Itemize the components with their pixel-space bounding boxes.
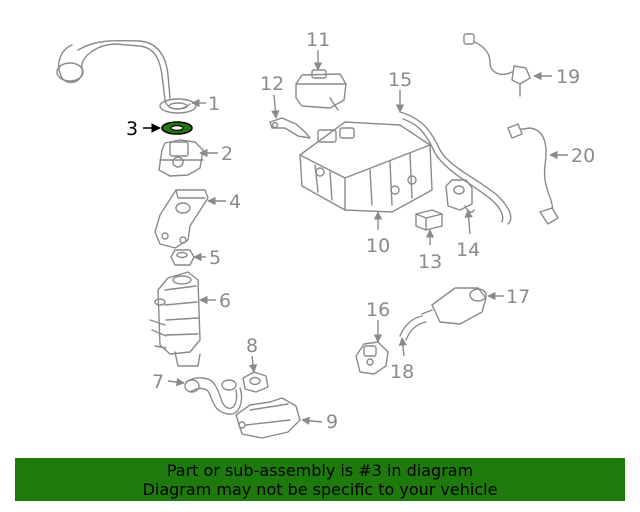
callout-8[interactable]: 8 <box>246 335 258 357</box>
part-11-cover[interactable] <box>295 69 347 111</box>
part-3-gasket[interactable] <box>161 121 193 135</box>
part-2-egr-valve[interactable] <box>158 139 204 177</box>
part-1-egr-pipe[interactable] <box>56 39 197 114</box>
callout-14[interactable]: 14 <box>456 239 480 261</box>
callout-18[interactable]: 18 <box>390 361 414 383</box>
callout-13[interactable]: 13 <box>418 251 442 273</box>
callout-3[interactable]: 3 <box>126 118 138 140</box>
callout-10[interactable]: 10 <box>366 235 390 257</box>
callout-9[interactable]: 9 <box>326 411 338 433</box>
info-banner: Part or sub-assembly is #3 in diagram Di… <box>15 458 625 501</box>
part-7-egr-tube[interactable] <box>184 377 243 415</box>
part-8-gasket[interactable] <box>242 371 269 393</box>
banner-line-disclaimer: Diagram may not be specific to your vehi… <box>142 480 498 499</box>
callout-20[interactable]: 20 <box>571 145 595 167</box>
callout-15[interactable]: 15 <box>388 69 412 91</box>
part-17-solenoid[interactable] <box>421 287 487 325</box>
part-4-bracket[interactable] <box>154 189 209 249</box>
callout-6[interactable]: 6 <box>219 290 231 312</box>
callout-17[interactable]: 17 <box>506 286 530 308</box>
callout-12[interactable]: 12 <box>260 73 284 95</box>
part-15-hose[interactable] <box>399 111 512 225</box>
callout-4[interactable]: 4 <box>229 191 241 213</box>
part-10-canister[interactable] <box>299 121 433 213</box>
part-12-bracket[interactable] <box>269 117 311 139</box>
callout-2[interactable]: 2 <box>221 143 233 165</box>
part-9-heat-shield[interactable] <box>235 397 301 439</box>
callout-19[interactable]: 19 <box>556 66 580 88</box>
part-5-nut[interactable] <box>170 249 195 266</box>
banner-line-highlighted-part: Part or sub-assembly is #3 in diagram <box>166 461 474 480</box>
part-18-hose[interactable] <box>399 315 427 341</box>
callout-16[interactable]: 16 <box>366 299 390 321</box>
part-6-egr-cooler[interactable] <box>149 271 201 367</box>
part-16-sensor[interactable] <box>355 341 389 375</box>
callout-7[interactable]: 7 <box>152 371 164 393</box>
callout-5[interactable]: 5 <box>209 247 221 269</box>
parts-diagram: 1 2 3 4 5 6 7 8 9 10 11 12 13 14 15 16 1… <box>56 29 595 439</box>
part-20-o2-sensor[interactable] <box>507 123 559 225</box>
part-19-o2-sensor[interactable] <box>463 33 531 97</box>
part-13-connector[interactable] <box>415 209 443 231</box>
callout-1[interactable]: 1 <box>208 93 220 115</box>
callout-11[interactable]: 11 <box>306 29 330 51</box>
